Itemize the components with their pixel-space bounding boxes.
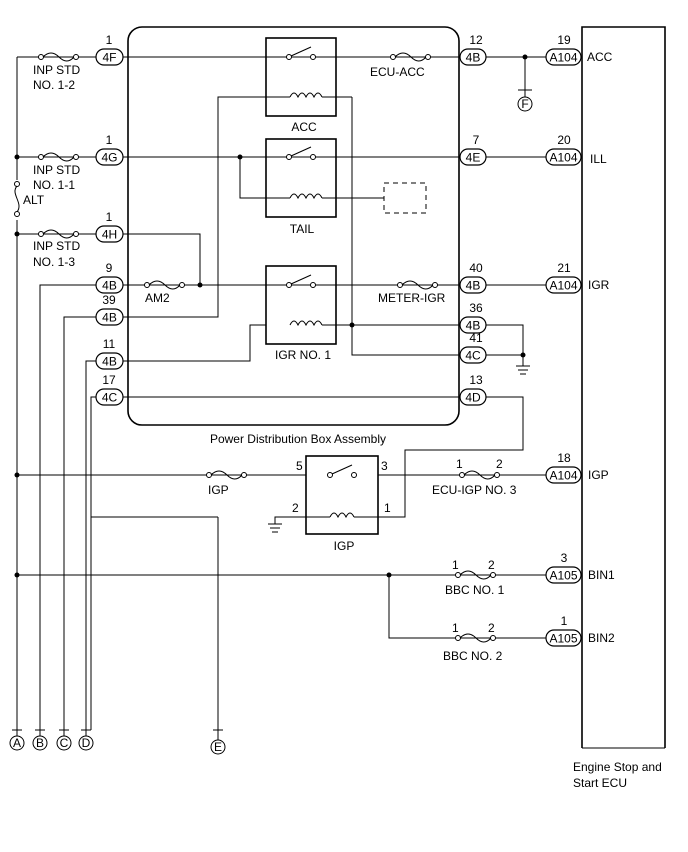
fuse-ecu-acc-label: ECU-ACC bbox=[370, 65, 425, 79]
ref-circle-D bbox=[78, 735, 94, 751]
connector-4B-12: 4B bbox=[466, 51, 481, 65]
fuse-ecu-igp3-pin1: 1 bbox=[456, 457, 463, 471]
pin-4B-40: 40 bbox=[469, 261, 483, 275]
relay-tail bbox=[265, 138, 337, 218]
pin-a105-3: 3 bbox=[561, 551, 568, 565]
relay-igr1-label: IGR NO. 1 bbox=[275, 348, 331, 362]
fuse-ecu-igp3-pin2: 2 bbox=[496, 457, 503, 471]
pin-4H: 1 bbox=[106, 210, 113, 224]
relay-acc-label: ACC bbox=[291, 120, 317, 134]
pin-4B-36: 36 bbox=[469, 301, 483, 315]
signal-igr: IGR bbox=[588, 278, 610, 292]
connector-4C-17: 4C bbox=[102, 391, 118, 405]
igp-relay-pin3: 3 bbox=[381, 459, 388, 473]
pin-a104-18: 18 bbox=[557, 451, 571, 465]
relay-igp bbox=[305, 455, 379, 535]
connector-a105-1: A105 bbox=[549, 632, 577, 646]
igp-relay-pin2: 2 bbox=[292, 501, 299, 515]
fuse-bbc1-pin1: 1 bbox=[452, 558, 459, 572]
fuse-igp-label: IGP bbox=[208, 483, 229, 497]
dashed-component bbox=[383, 182, 427, 214]
pin-a104-19: 19 bbox=[557, 33, 571, 47]
signal-igp: IGP bbox=[588, 468, 609, 482]
pin-4C-41: 41 bbox=[469, 331, 483, 345]
relay-igp-label: IGP bbox=[334, 539, 355, 553]
pin-4E-7: 7 bbox=[473, 133, 480, 147]
ref-A: A bbox=[13, 736, 21, 750]
pin-4G: 1 bbox=[106, 133, 113, 147]
fuse-inp-std-11-label: INP STD bbox=[33, 163, 80, 177]
pin-4F: 1 bbox=[106, 33, 113, 47]
pin-4C-17: 17 bbox=[102, 373, 116, 387]
pin-a104-21: 21 bbox=[557, 261, 571, 275]
signal-bin2: BIN2 bbox=[588, 631, 615, 645]
fuse-bbc2-label: BBC NO. 2 bbox=[443, 649, 503, 663]
engine-stop-start-ecu-box bbox=[581, 26, 666, 748]
connector-4E-7: 4E bbox=[466, 151, 481, 165]
connector-4G: 4G bbox=[101, 151, 117, 165]
signal-bin1: BIN1 bbox=[588, 568, 615, 582]
connector-4F: 4F bbox=[102, 51, 116, 65]
fuse-bbc1-label: BBC NO. 1 bbox=[445, 583, 505, 597]
relay-igr1 bbox=[265, 265, 337, 345]
fuse-alt-label: ALT bbox=[23, 193, 45, 207]
ref-circle-F bbox=[517, 96, 533, 112]
ref-C: C bbox=[60, 736, 69, 750]
connector-a104-18: A104 bbox=[549, 469, 577, 483]
fuse-inp-std-13-label2: NO. 1-3 bbox=[33, 255, 75, 269]
pin-4B-12: 12 bbox=[469, 33, 483, 47]
fuse-bbc1-pin2: 2 bbox=[488, 558, 495, 572]
fuse-inp-std-13-label: INP STD bbox=[33, 239, 80, 253]
pin-4D-13: 13 bbox=[469, 373, 483, 387]
ref-circle-B bbox=[32, 735, 48, 751]
ref-D: D bbox=[82, 736, 91, 750]
igp-relay-pin1: 1 bbox=[384, 501, 391, 515]
ref-F: F bbox=[521, 97, 528, 111]
connector-4B-9: 4B bbox=[102, 279, 117, 293]
fuse-bbc2-pin1: 1 bbox=[452, 621, 459, 635]
fuse-bbc2-pin2: 2 bbox=[488, 621, 495, 635]
connector-a105-3: A105 bbox=[549, 569, 577, 583]
signal-acc: ACC bbox=[587, 50, 613, 64]
ref-circle-A bbox=[9, 735, 25, 751]
connector-a104-19: A104 bbox=[549, 51, 577, 65]
connector-4H: 4H bbox=[102, 228, 117, 242]
relay-acc bbox=[265, 37, 337, 117]
pin-a104-20: 20 bbox=[557, 133, 571, 147]
ref-circle-C bbox=[56, 735, 72, 751]
pin-a105-1: 1 bbox=[561, 614, 568, 628]
connector-4C-41: 4C bbox=[465, 349, 481, 363]
connector-a104-20: A104 bbox=[549, 151, 577, 165]
ref-circle-E bbox=[210, 739, 226, 755]
fuse-inp-std-12-label: INP STD bbox=[33, 63, 80, 77]
signal-ill: ILL bbox=[590, 152, 607, 166]
power-distribution-box bbox=[127, 26, 460, 426]
relay-tail-label: TAIL bbox=[290, 222, 315, 236]
ecu-label-line2: Start ECU bbox=[573, 776, 627, 790]
ground-stubs bbox=[12, 729, 223, 740]
connector-4B-11: 4B bbox=[102, 355, 117, 369]
fuse-ecu-igp3-label: ECU-IGP NO. 3 bbox=[432, 483, 517, 497]
ref-B: B bbox=[36, 736, 44, 750]
ecu-label-line1: Engine Stop and bbox=[573, 760, 662, 774]
fuse-inp-std-11-label2: NO. 1-1 bbox=[33, 178, 75, 192]
fuse-meter-igr-label: METER-IGR bbox=[378, 291, 446, 305]
connector-4B-36: 4B bbox=[466, 319, 481, 333]
fuse-inp-std-12-label2: NO. 1-2 bbox=[33, 78, 75, 92]
connector-4B-39: 4B bbox=[102, 311, 117, 325]
pin-4B-9: 9 bbox=[106, 261, 113, 275]
connector-4D-13: 4D bbox=[465, 391, 481, 405]
power-distribution-box-label: Power Distribution Box Assembly bbox=[210, 432, 386, 446]
pin-4B-11: 11 bbox=[103, 337, 116, 351]
connector-a104-21: A104 bbox=[549, 279, 577, 293]
ref-E: E bbox=[214, 740, 222, 754]
igp-relay-pin5: 5 bbox=[296, 459, 303, 473]
connector-4B-40: 4B bbox=[466, 279, 481, 293]
fuse-am2-label: AM2 bbox=[145, 291, 170, 305]
pin-4B-39: 39 bbox=[102, 293, 116, 307]
